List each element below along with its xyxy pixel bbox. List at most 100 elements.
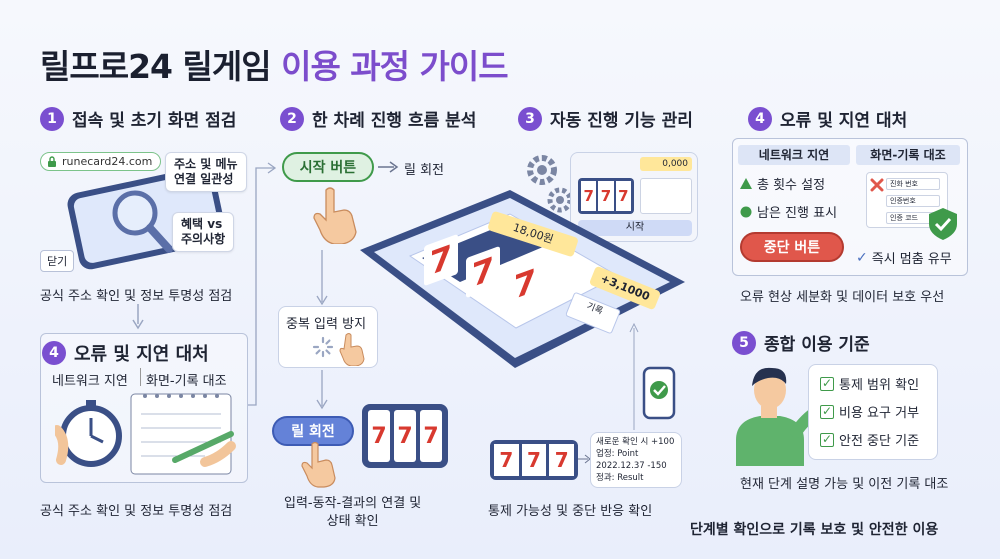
form-field[interactable]: 인증번호 (886, 195, 940, 207)
slot-reels-bottom: 7 7 7 (490, 440, 578, 480)
section3-caption: 통제 가능성 및 중단 반응 확인 (488, 504, 653, 519)
mini-side-panel (640, 178, 692, 214)
label-total-setting: 총 횟수 설정 (757, 178, 826, 193)
section3-heading: 3 자동 진행 기능 관리 (518, 106, 693, 131)
magnifier-icon (112, 190, 173, 253)
section4-left-caption: 공식 주소 확인 및 정보 투명성 점검 (40, 504, 233, 519)
checkbox-icon: ✓ (820, 403, 834, 419)
slot-reels-mini: 7 7 7 (362, 404, 448, 468)
stop-button[interactable]: 중단 버튼 (740, 232, 844, 262)
close-button[interactable]: 닫기 (40, 250, 75, 272)
section2-caption: 입력-동작-결과의 연결 및 상태 확인 (284, 496, 422, 529)
arrow-down-icon (316, 370, 328, 410)
section1-heading: 1 접속 및 초기 화면 점검 (40, 106, 236, 131)
section4-right-heading: 4 오류 및 지연 대처 (748, 106, 907, 131)
section2-title: 한 차례 진행 흐름 분석 (312, 111, 477, 131)
connector-line (629, 322, 639, 430)
log-line: 업정: Point (596, 449, 639, 459)
screen-record-header: 화면-기록 대조 (856, 145, 960, 165)
log-line: 새로운 확인 시 +100 (596, 437, 675, 447)
reel-symbol: 7 (394, 410, 416, 462)
section4-right-title: 오류 및 지연 대처 (780, 111, 908, 131)
hand-cursor-icon (313, 187, 357, 244)
label-remaining: 남은 진행 표시 (757, 206, 838, 221)
reel-symbol: 7 (368, 410, 390, 462)
reel-symbol: 7 (521, 444, 547, 476)
divider (140, 368, 141, 386)
checklist-item: ✓ 통제 범위 확인 (820, 374, 919, 393)
label-instant-stop: 즉시 멈춤 유무 (871, 252, 952, 267)
section5-title: 종합 이용 기준 (764, 335, 870, 355)
shield-check-icon (929, 208, 957, 240)
reel-symbol: 7 (420, 410, 442, 462)
label-reel-spin: 릴 회전 (404, 163, 445, 178)
log-line: 정과: Result (596, 473, 644, 483)
triangle-icon (740, 178, 752, 189)
title-accent: 이용 과정 가이드 (281, 47, 508, 86)
section4-left-title: 오류 및 지연 대처 (74, 344, 209, 365)
section5-heading: 5 종합 이용 기준 (732, 330, 870, 355)
reel-symbol: 7 (549, 444, 575, 476)
label-screen-record: 화면-기록 대조 (146, 374, 227, 389)
section4-left-number: 4 (42, 341, 66, 365)
checkbox-icon: ✓ (820, 375, 834, 391)
phone-check-icon (642, 366, 676, 420)
check-icon: ✓ (856, 249, 868, 266)
section4-right-number: 4 (748, 106, 772, 131)
start-button[interactable]: 시작 버튼 (282, 152, 374, 182)
url-bar[interactable]: runecard24.com (40, 152, 162, 171)
arrow-down-icon (316, 250, 328, 306)
checkbox-icon: ✓ (820, 431, 834, 447)
check-label: 통제 범위 확인 (839, 378, 920, 393)
instant-stop-row: ✓ 즉시 멈춤 유무 (856, 248, 952, 268)
section3-title: 자동 진행 기능 관리 (550, 111, 693, 131)
section1-number: 1 (40, 106, 64, 131)
section4-left-heading: 4 오류 및 지연 대처 (42, 340, 209, 366)
check-label: 안전 중단 기준 (839, 434, 920, 449)
connector-line (248, 162, 277, 406)
url-text: runecard24.com (62, 155, 153, 168)
network-delay-header: 네트워크 지연 (738, 145, 850, 165)
mini-reels: 7 7 7 (578, 178, 634, 214)
stopwatch-notepad-illustration (55, 393, 236, 475)
label-network-delay: 네트워크 지연 (52, 374, 128, 389)
checklist-item: ✓ 비용 요구 거부 (820, 402, 919, 421)
reel-symbol: 7 (581, 181, 597, 211)
mini-start-button[interactable]: 시작 (578, 220, 692, 236)
remaining-row: 남은 진행 표시 (740, 202, 837, 221)
section1-title: 접속 및 초기 화면 점검 (72, 111, 237, 131)
section5-number: 5 (732, 330, 756, 355)
note-address-menu: 주소 및 메뉴 연결 일관성 (165, 152, 247, 192)
reel-symbol: 7 (494, 444, 519, 476)
section5-caption: 현재 단계 설명 가능 및 이전 기록 대조 (740, 477, 949, 492)
total-setting-row: 총 횟수 설정 (740, 174, 825, 193)
section4-right-caption: 오류 현상 세분화 및 데이터 보호 우선 (740, 290, 945, 305)
section1-caption: 공식 주소 확인 및 정보 투명성 점검 (40, 289, 233, 304)
lock-icon (48, 155, 56, 167)
section2-heading: 2 한 차례 진행 흐름 분석 (280, 106, 476, 131)
close-icon (870, 178, 884, 192)
hand-cursor-icon (339, 333, 365, 366)
arrow-right-icon (378, 161, 399, 173)
result-log-card: 새로운 확인 시 +100 업정: Point 2022.12.37 -150 … (590, 432, 682, 488)
mini-value: 0,000 (640, 157, 692, 171)
form-field[interactable]: 진화 번호 (886, 178, 940, 190)
loading-spinner-icon (312, 336, 334, 358)
arrow-down-icon (132, 304, 144, 330)
person-illustration (736, 367, 820, 466)
reel-symbol: 7 (615, 181, 631, 211)
hand-cursor-icon (301, 441, 336, 488)
section2-number: 2 (280, 106, 304, 131)
section3-number: 3 (518, 106, 542, 131)
title-main: 릴프로24 릴게임 (40, 47, 272, 86)
log-line: 2022.12.37 -150 (596, 461, 667, 471)
label-dup-prevent: 중복 입력 방지 (286, 317, 367, 332)
page-title: 릴프로24 릴게임 이용 과정 가이드 (40, 40, 509, 88)
reel-symbol: 7 (598, 181, 614, 211)
note-benefit-caution: 혜택 vs 주의사항 (172, 212, 235, 252)
check-label: 비용 요구 거부 (839, 406, 920, 421)
checklist-card (808, 364, 938, 460)
circle-icon (740, 206, 752, 217)
footer-text: 단계별 확인으로 기록 보호 및 안전한 이용 (690, 522, 939, 538)
checklist-item: ✓ 안전 중단 기준 (820, 430, 919, 449)
